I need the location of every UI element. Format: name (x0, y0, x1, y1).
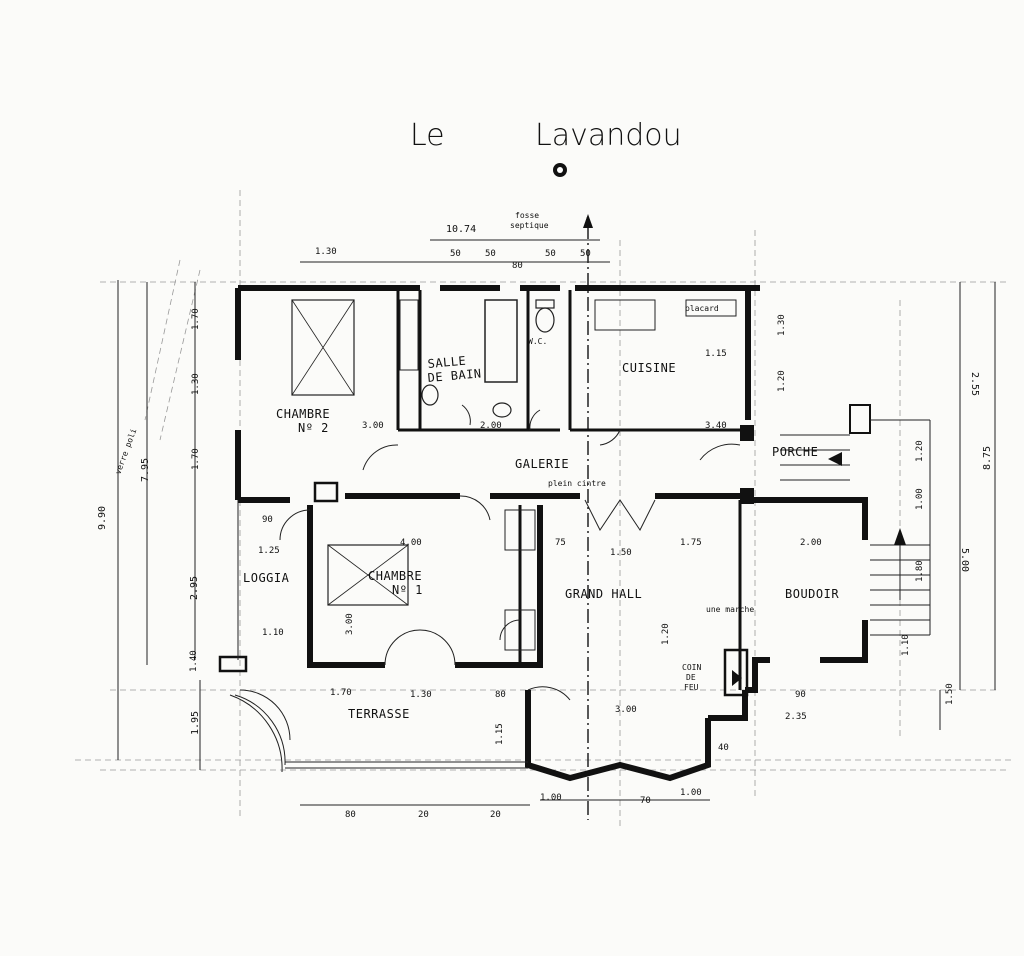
terrace-outline (229, 500, 528, 773)
dim: 1.30 (777, 314, 787, 336)
label-boudoir: BOUDOIR (785, 587, 839, 601)
dim: 1.30 (191, 373, 201, 395)
dim: 1.50 (945, 683, 955, 705)
label-fosse: fosse (515, 211, 539, 220)
label-chambre2-line2: Nº 2 (298, 421, 329, 435)
dim: 80 (345, 810, 356, 820)
label-section-a: A (584, 215, 592, 229)
dim: 70 (640, 796, 651, 806)
porch-stairs (780, 404, 931, 636)
label-coin-line3: FEU (684, 683, 699, 692)
dimension-lines (117, 239, 996, 806)
dim: 75 (555, 538, 566, 548)
dim: 50 (450, 249, 461, 259)
label-coin-line2: DE (686, 673, 696, 682)
label-loggia: LOGGIA (243, 571, 290, 585)
dim: 8.75 (982, 446, 993, 470)
dim: 50 (485, 249, 496, 259)
label-chambre2-line1: CHAMBRE (276, 407, 330, 421)
label-plein-cintre: plein cintre (548, 479, 606, 488)
label-porche: PORCHE (772, 445, 818, 459)
label-une-marche: une marche (706, 605, 754, 614)
dim: 40 (718, 743, 729, 753)
dim: 3.40 (705, 421, 727, 431)
dim: 1.10 (262, 628, 284, 638)
dim: 2.35 (785, 712, 807, 722)
dim: 1.70 (330, 688, 352, 698)
label-septique: septique (510, 221, 549, 230)
door-swings (239, 404, 741, 741)
dim: 1.80 (915, 560, 925, 582)
dim: 2.00 (480, 421, 502, 431)
dim: 1.40 (189, 650, 199, 672)
dimension-labels: 1.30 50 50 80 50 50 1.70 1.30 1.70 9.90 … (97, 247, 993, 820)
label-chambre1-line2: Nº 1 (392, 583, 423, 597)
interior-walls (291, 290, 742, 690)
dim: 9.90 (97, 506, 108, 530)
title-lavandou: Lavandou (535, 118, 682, 153)
dim: 1.15 (495, 723, 505, 745)
dim: 3.00 (345, 613, 355, 635)
construction-lines (75, 190, 1015, 830)
label-coin-line1: COIN (682, 663, 701, 672)
dim: 1.75 (680, 538, 702, 548)
dim: 1.70 (191, 308, 201, 330)
dim: 50 (545, 249, 556, 259)
dim: 2.00 (800, 538, 822, 548)
label-chambre1-line1: CHAMBRE (368, 569, 422, 583)
dim: 1.95 (190, 711, 201, 735)
dim-total-width: 10.74 (446, 224, 476, 235)
label-placard: placard (685, 304, 719, 313)
dim: 1.50 (610, 548, 632, 558)
dim: 80 (512, 261, 523, 271)
label-galerie: GALERIE (515, 457, 569, 471)
dim: 80 (495, 690, 506, 700)
dim: 1.20 (777, 370, 787, 392)
dim: 4.00 (400, 538, 422, 548)
dim: 3.00 (615, 705, 637, 715)
dim: 2.95 (189, 576, 200, 600)
label-salle-de-bain-line2: DE BAIN (427, 366, 482, 385)
dim: 1.00 (540, 793, 562, 803)
dim: 1.00 (915, 488, 925, 510)
dim: 1.00 (680, 788, 702, 798)
title-le: Le (410, 118, 445, 153)
label-terrasse: TERRASSE (348, 707, 410, 721)
dim: 90 (795, 690, 806, 700)
dim: 1.30 (315, 247, 337, 257)
dim: 3.00 (362, 421, 384, 431)
label-wc: W.C. (528, 337, 547, 346)
dim: 1.25 (258, 546, 280, 556)
dim: 20 (490, 810, 501, 820)
dim: 7.95 (140, 458, 151, 482)
dim: 1.20 (661, 623, 671, 645)
dim: 1.10 (901, 634, 911, 656)
dim: 1.15 (705, 349, 727, 359)
label-grand-hall: GRAND HALL (565, 587, 642, 601)
label-salle-de-bain-line1: SALLE (427, 354, 467, 371)
exterior-walls (218, 285, 868, 782)
dim: 1.20 (915, 440, 925, 462)
dim: 5.00 (959, 548, 970, 572)
dim: 20 (418, 810, 429, 820)
dim: 1.30 (410, 690, 432, 700)
section-line (583, 214, 593, 820)
label-verre-poli: verre poli (113, 427, 138, 476)
dim: 50 (580, 249, 591, 259)
dim: 1.70 (191, 448, 201, 470)
label-cuisine: CUISINE (622, 361, 676, 375)
dim: 2.55 (969, 372, 980, 396)
dim: 90 (262, 515, 273, 525)
